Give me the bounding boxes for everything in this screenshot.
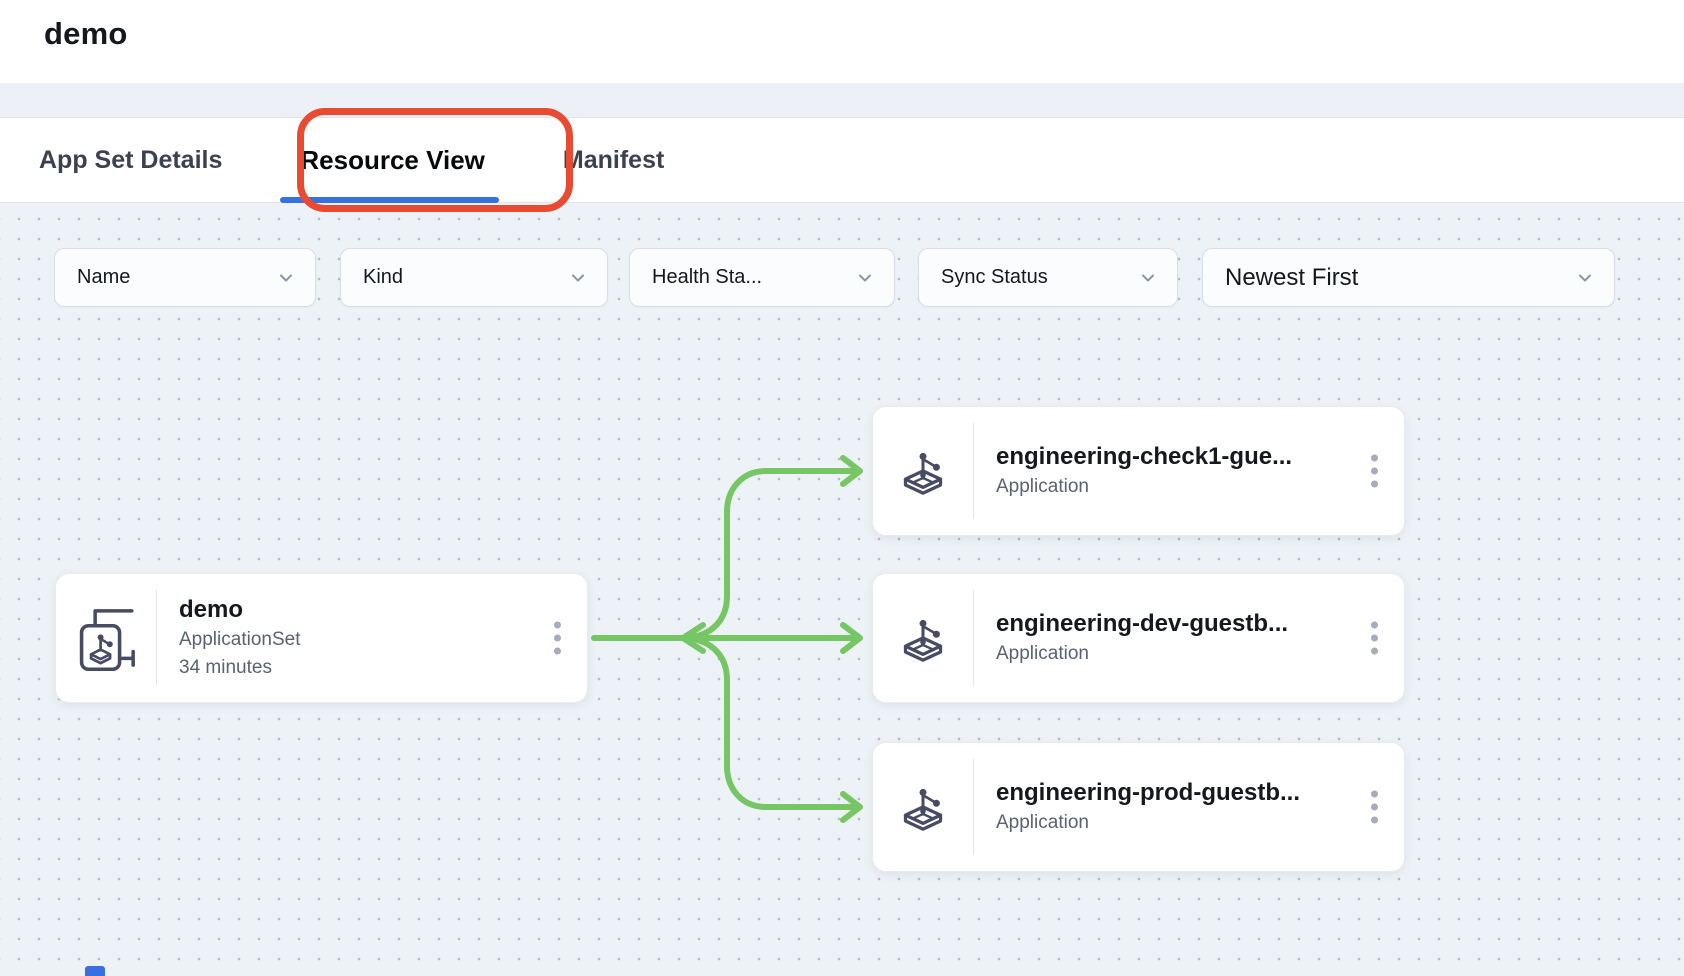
tab-label: App Set Details — [39, 145, 223, 174]
node-kind: Application — [996, 476, 1089, 497]
arrowhead-prod — [840, 791, 863, 823]
node-menu-button[interactable] — [1367, 451, 1382, 492]
edge-appset-to-check1 — [685, 468, 855, 641]
edge-junction-arrowhead — [680, 622, 706, 654]
bottom-edge-blue-fragment — [85, 966, 105, 976]
active-tab-underline — [280, 197, 499, 203]
filter-label: Name — [77, 266, 131, 288]
filter-sync-status-dropdown[interactable]: Sync Status — [918, 248, 1178, 307]
node-age: 34 minutes — [179, 657, 272, 678]
tab-bar: App Set Details Resource View Manifest — [0, 118, 1684, 203]
node-application-dev[interactable]: engineering-dev-guestb... Application — [872, 573, 1405, 703]
application-icon — [873, 610, 973, 666]
node-applicationset-demo[interactable]: demo ApplicationSet 34 minutes — [55, 573, 588, 703]
page-title: demo — [44, 16, 128, 51]
arrowhead-dev — [840, 622, 863, 654]
node-title: engineering-prod-guestb... — [996, 779, 1300, 806]
tab-manifest[interactable]: Manifest — [563, 118, 664, 202]
chevron-down-icon — [572, 274, 584, 281]
application-icon — [873, 779, 973, 835]
filter-label: Kind — [363, 266, 404, 288]
node-divider — [973, 423, 974, 519]
page-header: demo — [0, 0, 1684, 83]
filter-name-dropdown[interactable]: Name — [54, 248, 316, 307]
node-divider — [156, 590, 157, 686]
chevron-down-icon — [859, 274, 871, 281]
filter-label: Health Sta... — [652, 266, 763, 288]
sort-label: Newest First — [1225, 263, 1359, 291]
tab-label: Resource View — [300, 144, 485, 175]
filter-label: Sync Status — [941, 266, 1048, 288]
node-menu-button[interactable] — [1367, 618, 1382, 659]
node-title: engineering-check1-gue... — [996, 443, 1293, 470]
node-kind: Application — [996, 643, 1089, 664]
tab-app-set-details[interactable]: App Set Details — [39, 118, 222, 202]
chevron-down-icon — [280, 274, 292, 281]
node-application-check1[interactable]: engineering-check1-gue... Application — [872, 406, 1405, 536]
node-menu-button[interactable] — [550, 618, 565, 659]
graph-edges — [591, 455, 863, 823]
node-kind: Application — [996, 812, 1089, 833]
application-icon — [873, 443, 973, 499]
filter-health-status-dropdown[interactable]: Health Sta... — [629, 248, 895, 307]
edge-appset-to-prod — [685, 635, 855, 810]
header-band — [0, 83, 1684, 118]
filter-kind-dropdown[interactable]: Kind — [340, 248, 608, 307]
node-divider — [973, 590, 974, 686]
tab-resource-view[interactable]: Resource View — [280, 118, 499, 203]
chevron-down-icon — [1579, 274, 1591, 281]
node-divider — [973, 759, 974, 855]
node-title: engineering-dev-guestb... — [996, 610, 1289, 637]
applicationset-icon — [56, 600, 156, 676]
arrowhead-check1 — [840, 455, 863, 487]
node-title: demo — [179, 596, 244, 623]
node-application-prod[interactable]: engineering-prod-guestb... Application — [872, 742, 1405, 872]
sort-order-dropdown[interactable]: Newest First — [1202, 248, 1615, 307]
node-menu-button[interactable] — [1367, 787, 1382, 828]
node-kind: ApplicationSet — [179, 629, 301, 650]
chevron-down-icon — [1142, 274, 1154, 281]
tab-label: Manifest — [562, 145, 665, 174]
